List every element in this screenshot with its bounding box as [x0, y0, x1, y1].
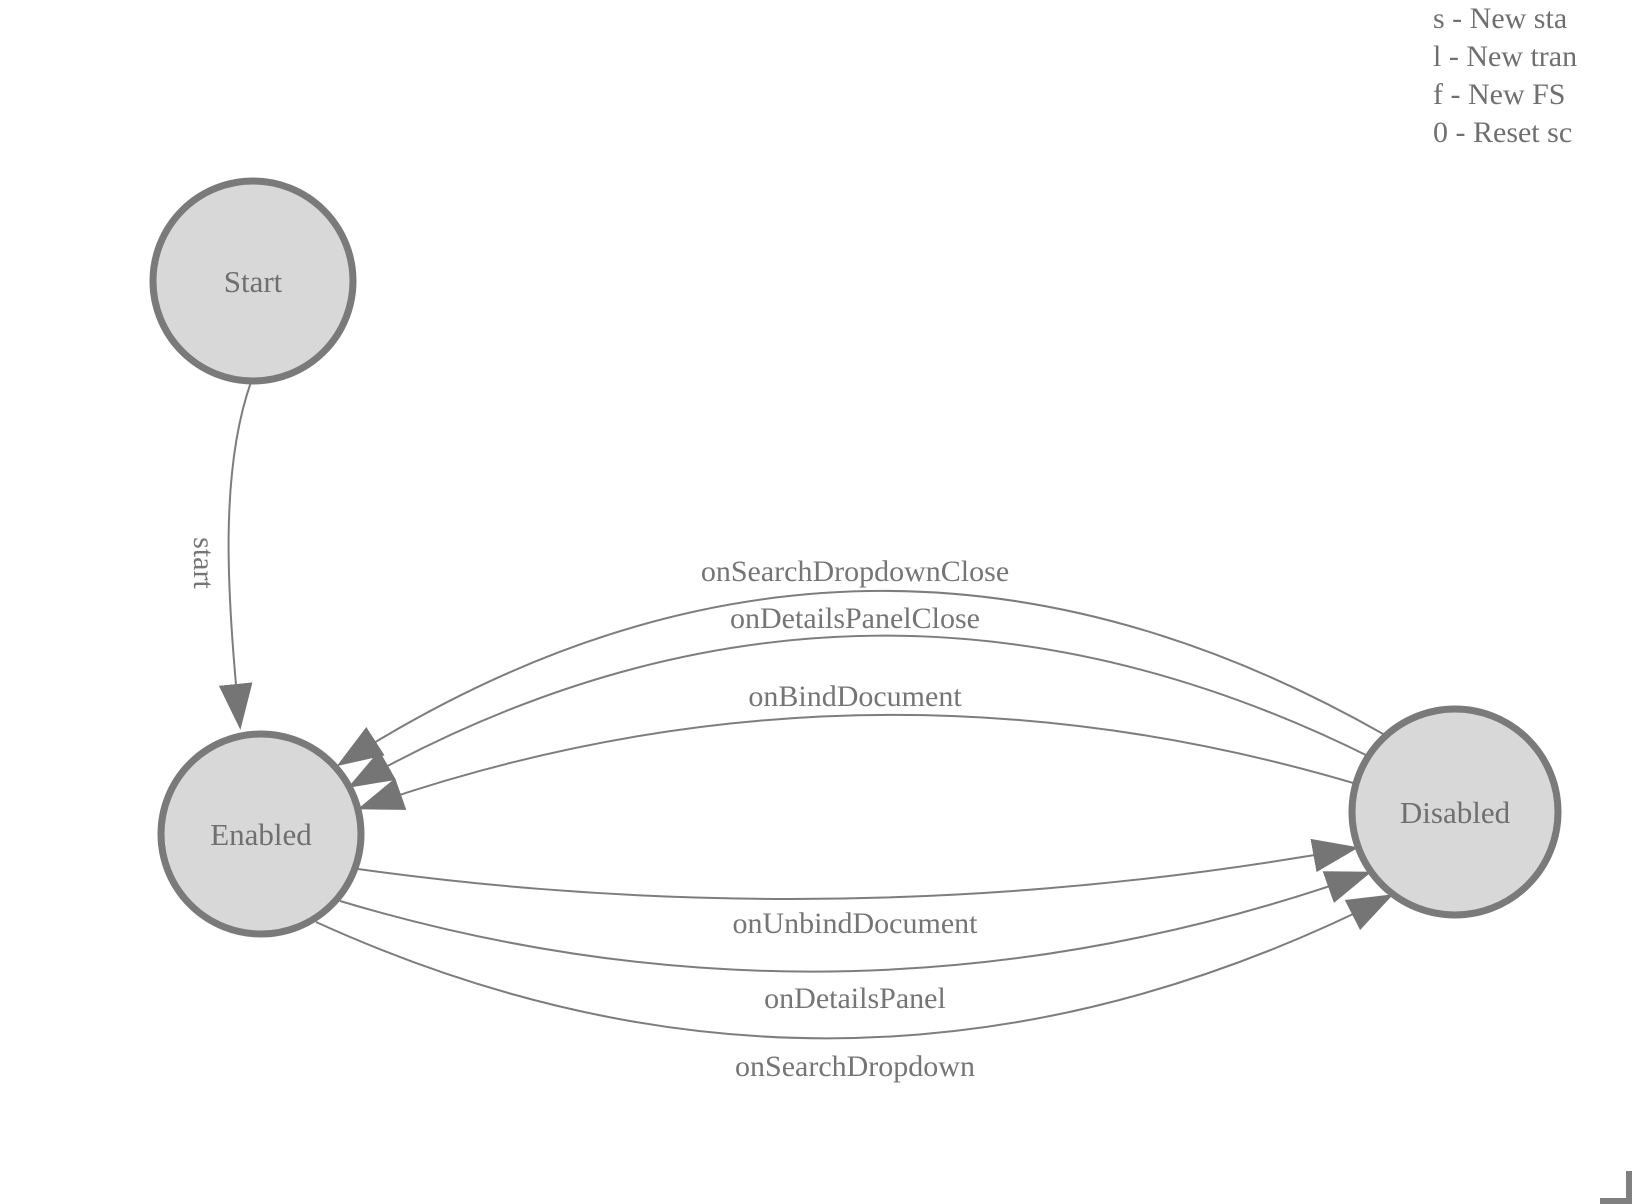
state-node-start[interactable]: Start	[149, 177, 357, 385]
edge-onbinddocument[interactable]: onBindDocument	[357, 680, 1361, 810]
edge-label-onsearchdropdown: onSearchDropdown	[735, 1050, 975, 1083]
edge-onsearchdropdownclose[interactable]: onSearchDropdownClose	[336, 555, 1386, 767]
edge-ondetailspanel[interactable]: onDetailsPanel	[339, 871, 1372, 1015]
edge-ondetailspanelclose[interactable]: onDetailsPanelClose	[347, 602, 1373, 788]
legend-line-new-state: s - New sta	[1433, 2, 1568, 35]
edge-label-onunbinddocument: onUnbindDocument	[733, 907, 979, 940]
state-label-disabled: Disabled	[1400, 795, 1511, 830]
state-label-enabled: Enabled	[210, 817, 312, 852]
edge-label-start: start	[187, 537, 220, 589]
state-node-disabled[interactable]: Disabled	[1348, 705, 1562, 919]
edge-onunbinddocument[interactable]: onUnbindDocument	[357, 838, 1359, 940]
legend-line-reset: 0 - Reset sc	[1433, 116, 1573, 149]
edge-label-onsearchdropdownclose: onSearchDropdownClose	[701, 555, 1009, 588]
edge-label-onbinddocument: onBindDocument	[748, 680, 962, 713]
edge-label-ondetailspanel: onDetailsPanel	[764, 982, 946, 1015]
legend-line-new-transition: l - New tran	[1433, 40, 1578, 73]
edge-start-to-enabled[interactable]: start	[187, 381, 253, 730]
edge-label-ondetailspanelclose: onDetailsPanelClose	[730, 602, 980, 635]
shortcut-legend: s - New sta l - New tran f - New FS 0 - …	[1433, 0, 1577, 152]
state-label-start: Start	[224, 264, 283, 299]
frame-corner-horizontal	[1600, 1198, 1632, 1204]
state-node-enabled[interactable]: Enabled	[157, 730, 365, 938]
legend-line-new-fsm: f - New FS	[1433, 78, 1566, 111]
frame-corner-vertical	[1626, 1171, 1632, 1204]
edge-onsearchdropdown[interactable]: onSearchDropdown	[315, 894, 1394, 1083]
